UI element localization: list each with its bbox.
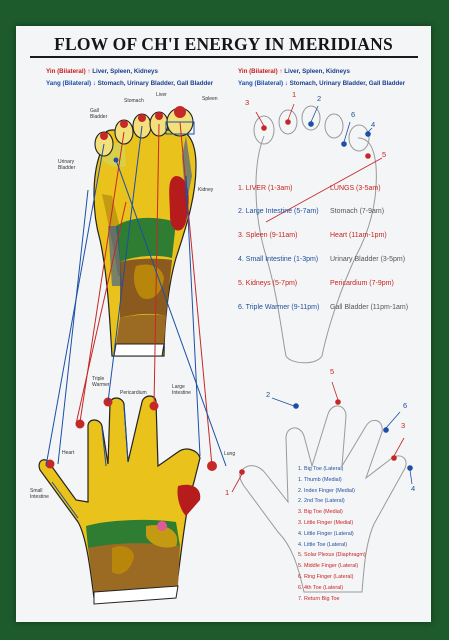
meridian-left-3: 3. Spleen (9-11am) — [238, 232, 298, 239]
label-heart: Heart — [62, 450, 75, 456]
yin-arrow-icon: ↑ — [279, 68, 283, 75]
label-lung: Lung — [224, 451, 236, 457]
meridian-right-3: Heart (11am-1pm) — [330, 232, 387, 239]
meridian-left-4: 4. Small Intestine (1-3pm) — [238, 256, 319, 263]
foot-point-2: 2 — [317, 94, 322, 103]
point-list-item: 7. Return Big Toe — [298, 595, 340, 602]
meridian-right-2: Stomach (7-9am) — [330, 208, 385, 215]
meridian-right-4: Urinary Bladder (3-5pm) — [330, 256, 406, 263]
yin-arrow-icon: ↑ — [87, 68, 91, 75]
title-rule — [30, 56, 418, 58]
legend-yang-left: Yang (Bilateral) ↓ Stomach, Urinary Blad… — [46, 80, 213, 87]
label-small-intestine: Small Intestine — [30, 488, 49, 500]
foot-point-3: 3 — [245, 98, 250, 107]
foot-point-5: 5 — [382, 150, 387, 159]
meridian-left-1: 1. LIVER (1-3am) — [238, 185, 293, 192]
hand-point-4: 4 — [411, 484, 416, 493]
yin-organs: Liver, Spleen, Kidneys — [92, 68, 158, 75]
colored-hand — [38, 395, 217, 605]
meridian-right-1: LUNGS (3-5am) — [330, 185, 381, 192]
label-large-intestine: Large Intestine — [172, 384, 191, 396]
label-gall-bladder: Gall Bladder — [90, 108, 108, 120]
hand-point-6: 6 — [403, 401, 408, 410]
hand-point-3: 3 — [401, 421, 406, 430]
point-list-item: 1. Big Toe (Lateral) — [298, 466, 344, 472]
foot-point-1: 1 — [292, 90, 297, 99]
yin-label: Yin (Bilateral) — [238, 68, 278, 75]
meridian-left-2: 2. Large Intestine (5-7am) — [238, 208, 319, 215]
foot-point-4: 4 — [371, 120, 376, 129]
point-list-item: 6. Ring Finger (Lateral) — [298, 574, 354, 580]
yin-organs: Liver, Spleen, Kidneys — [284, 68, 350, 75]
yang-arrow-icon: ↓ — [92, 80, 96, 87]
hand-point-2: 2 — [266, 390, 271, 399]
point-list-item: 3. Little Finger (Medial) — [298, 520, 354, 526]
yang-organs: Stomach, Urinary Bladder, Gall Bladder — [289, 80, 406, 87]
label-pericardium: Pericardium — [120, 390, 147, 396]
yang-label: Yang (Bilateral) — [238, 80, 284, 87]
hand-point-5: 5 — [330, 367, 335, 376]
label-urinary-bladder: Urinary Bladder — [58, 159, 76, 171]
legend-yin-right: Yin (Bilateral) ↑ Liver, Spleen, Kidneys — [238, 68, 350, 75]
poster: FLOW OF CH'I ENERGY IN MERIDIANS Yin (Bi… — [16, 26, 431, 622]
diagram-canvas — [38, 103, 413, 605]
yang-arrow-icon: ↓ — [284, 80, 288, 87]
foot-point-6: 6 — [351, 110, 356, 119]
yang-organs: Stomach, Urinary Bladder, Gall Bladder — [97, 80, 214, 87]
point-list-item: 4. Little Finger (Lateral) — [298, 530, 354, 537]
point-list-item: 5. Solar Plexus (Diaphragm) — [298, 552, 366, 559]
outline-hand — [239, 405, 407, 593]
meridian-right-5: Pericardium (7-9pm) — [330, 280, 394, 287]
meridian-left-6: 6. Triple Warmer (9-11pm) — [238, 304, 320, 311]
label-triple-warmer: Triple Warmer — [92, 376, 110, 388]
label-stomach: Stomach — [124, 98, 144, 104]
point-list-item: 2. 2nd Toe (Lateral) — [298, 498, 345, 505]
meridian-lines — [45, 121, 227, 467]
hand-point-1: 1 — [225, 488, 230, 497]
yang-label: Yang (Bilateral) — [46, 80, 92, 87]
legend-yang-right: Yang (Bilateral) ↓ Stomach, Urinary Blad… — [238, 80, 405, 87]
outline-foot — [253, 105, 377, 364]
foot-point-markers — [255, 103, 383, 223]
point-list-item: 2. Index Finger (Medial) — [298, 487, 355, 494]
point-list-item: 5. Middle Finger (Lateral) — [298, 563, 359, 570]
yin-label: Yin (Bilateral) — [46, 68, 86, 75]
legend-yin-left: Yin (Bilateral) ↑ Liver, Spleen, Kidneys — [46, 68, 158, 75]
hand-point-markers — [231, 381, 413, 493]
label-kidney: Kidney — [198, 187, 214, 193]
point-list-item: 6. 4th Toe (Lateral) — [298, 584, 344, 591]
label-spleen: Spleen — [202, 96, 218, 102]
meridian-left-5: 5. Kidneys (5-7pm) — [238, 280, 298, 287]
meridian-right-6: Gall Bladder (11pm-1am) — [330, 304, 409, 311]
point-list-item: 1. Thumb (Medial) — [298, 476, 342, 483]
poster-title: FLOW OF CH'I ENERGY IN MERIDIANS — [54, 34, 393, 54]
point-list-item: 3. Big Toe (Medial) — [298, 509, 343, 516]
label-liver: Liver — [156, 92, 167, 98]
point-list-item: 4. Little Toe (Lateral) — [298, 541, 348, 548]
